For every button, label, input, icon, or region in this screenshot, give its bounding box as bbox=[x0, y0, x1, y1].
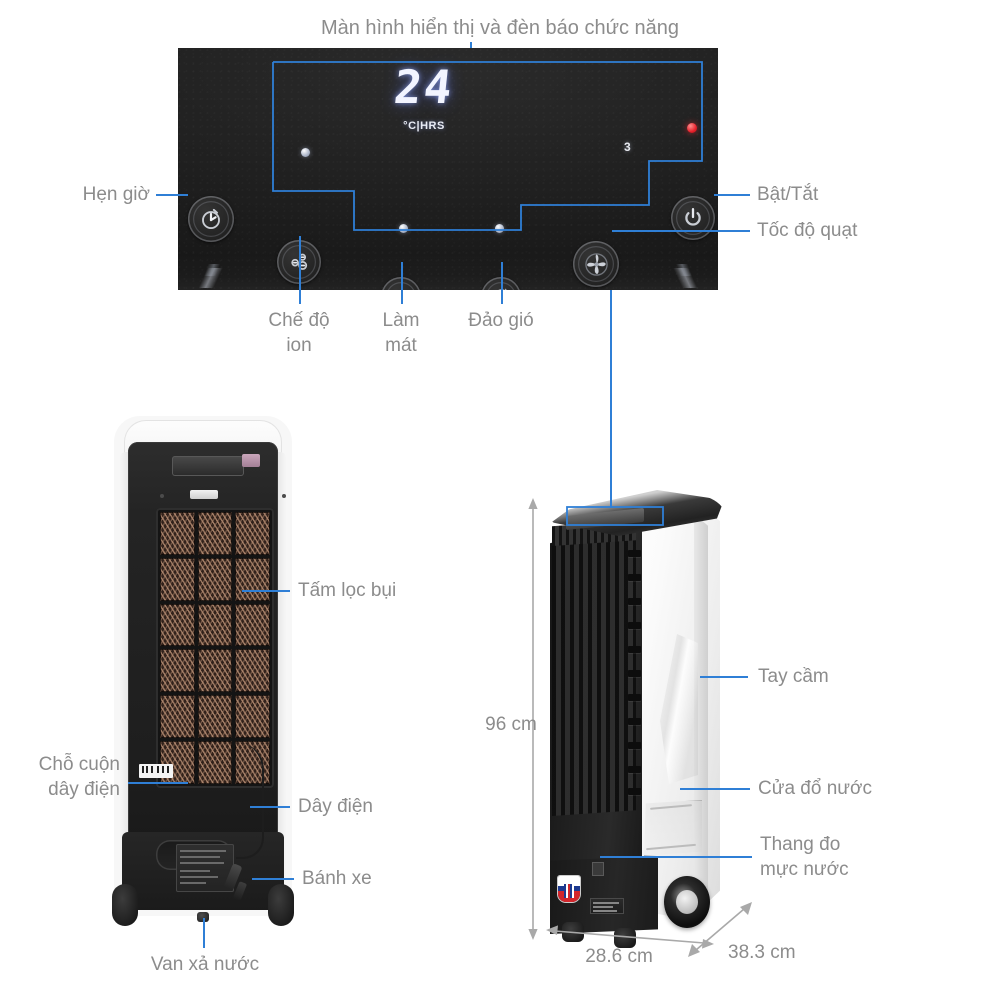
iso-louvers bbox=[552, 530, 636, 816]
panel-vane-left-2 bbox=[188, 264, 234, 276]
label-water-door: Cửa đổ nước bbox=[758, 778, 872, 799]
diagram-title: Màn hình hiển thị và đèn báo chức năng bbox=[320, 17, 680, 39]
iso-view-product bbox=[540, 484, 770, 954]
rear-screw bbox=[282, 494, 286, 498]
iso-white-edge bbox=[694, 514, 708, 904]
filter-cell bbox=[160, 512, 195, 555]
label-cord-storage: Chỗ cuộn dây điện bbox=[38, 754, 120, 800]
cord-storage-leader-line bbox=[128, 782, 188, 784]
filter-cell bbox=[235, 512, 270, 555]
filter-cell bbox=[235, 649, 270, 693]
label-wheel: Bánh xe bbox=[302, 868, 372, 889]
drain-valve-leader-line bbox=[203, 918, 205, 948]
power-leader-line bbox=[714, 194, 750, 196]
filter-cell bbox=[197, 557, 233, 601]
timer-leader-line bbox=[156, 194, 188, 196]
rear-label-chip bbox=[190, 490, 218, 499]
filter-cell bbox=[197, 512, 233, 555]
power-cord bbox=[236, 742, 264, 859]
iso-panel-callout-box bbox=[566, 506, 664, 526]
timer-icon bbox=[202, 208, 220, 230]
water-gauge-leader-line bbox=[600, 856, 752, 858]
label-cooling: Làm mát bbox=[382, 310, 420, 356]
rear-wheel-left bbox=[112, 884, 138, 926]
cooling-leader-line bbox=[401, 262, 403, 304]
filter-cell bbox=[197, 741, 233, 784]
power-icon bbox=[685, 208, 701, 226]
label-width-dimension: 28.6 cm bbox=[585, 946, 653, 967]
filter-cell bbox=[197, 603, 233, 647]
indicator-dot-2 bbox=[399, 224, 408, 233]
control-panel: 24 °C|HRS 3 bbox=[178, 48, 718, 290]
label-dust-filter: Tấm lọc bụi bbox=[298, 580, 397, 601]
label-power: Bật/Tắt bbox=[757, 184, 819, 205]
filter-cell bbox=[160, 649, 195, 693]
label-height-dimension: 96 cm bbox=[485, 714, 537, 735]
swing-leader-line bbox=[501, 262, 503, 304]
iso-small-chip bbox=[592, 862, 604, 876]
power-cord-leader-line bbox=[250, 806, 290, 808]
panel-vane-left bbox=[180, 268, 240, 288]
height-dimension-arrow bbox=[528, 498, 538, 940]
label-depth-dimension: 38.3 cm bbox=[728, 942, 796, 963]
filter-cell bbox=[235, 695, 270, 739]
label-drain-valve: Van xả nước bbox=[150, 954, 260, 975]
filter-cell bbox=[235, 603, 270, 647]
label-swing: Đảo gió bbox=[468, 310, 534, 331]
indicator-dot-1 bbox=[301, 148, 310, 157]
power-button[interactable] bbox=[671, 196, 715, 240]
rear-barcode-sticker bbox=[139, 764, 173, 778]
iso-side-slots bbox=[626, 550, 644, 800]
water-door-leader-line bbox=[680, 788, 750, 790]
iso-caster-rear bbox=[614, 928, 636, 948]
wheel-leader-line bbox=[252, 878, 294, 880]
filter-cell bbox=[160, 603, 195, 647]
label-water-gauge: Thang đo mực nước bbox=[760, 834, 849, 880]
depth-dimension-arrow bbox=[688, 902, 752, 957]
rear-body bbox=[128, 442, 286, 842]
filter-leader-line bbox=[242, 590, 290, 592]
iso-wheel-large bbox=[664, 876, 710, 928]
label-handle: Tay cầm bbox=[758, 666, 829, 687]
iso-panel-leader-line bbox=[610, 290, 612, 508]
filter-cell bbox=[235, 557, 270, 601]
fan-speed-button[interactable] bbox=[573, 241, 619, 287]
rear-screw-row bbox=[158, 492, 288, 504]
water-level-gauge bbox=[590, 898, 624, 914]
label-ion-mode: Chế độ ion bbox=[268, 310, 330, 356]
drain-valve bbox=[197, 912, 209, 922]
filter-cell bbox=[197, 695, 233, 739]
handle-leader-line bbox=[700, 676, 748, 678]
rear-screw bbox=[160, 494, 164, 498]
led-display: 24 °C|HRS bbox=[374, 60, 474, 132]
display-value: 24 bbox=[391, 60, 457, 114]
indicator-dot-3 bbox=[495, 224, 504, 233]
ion-leader-line bbox=[299, 236, 301, 304]
swing-icon bbox=[497, 287, 507, 290]
dust-filter-frame bbox=[156, 508, 274, 788]
timer-button-ring bbox=[193, 201, 229, 237]
cooling-pad-grid bbox=[160, 512, 270, 784]
label-power-cord: Dây điện bbox=[298, 796, 373, 817]
filter-cell bbox=[160, 557, 195, 601]
label-timer: Hẹn giờ bbox=[82, 184, 150, 205]
fan-button-ring bbox=[578, 246, 614, 282]
rear-badge bbox=[242, 454, 260, 467]
panel-vane-right-2 bbox=[662, 264, 708, 276]
filter-cell bbox=[197, 649, 233, 693]
timer-button[interactable] bbox=[188, 196, 234, 242]
fan-speed-leader-line bbox=[612, 230, 750, 232]
label-fan-speed: Tốc độ quạt bbox=[757, 220, 858, 241]
fan-icon bbox=[584, 252, 608, 276]
fan-speed-indicator: 3 bbox=[624, 140, 631, 154]
panel-bevel bbox=[178, 254, 718, 290]
rear-top-hatch bbox=[172, 456, 244, 476]
indicator-led-power bbox=[687, 123, 697, 133]
filter-cell bbox=[160, 695, 195, 739]
made-in-thailand-badge bbox=[558, 876, 580, 902]
rear-wheel-right bbox=[268, 884, 294, 926]
rear-view-product bbox=[108, 412, 298, 932]
display-unit: °C|HRS bbox=[403, 120, 445, 132]
